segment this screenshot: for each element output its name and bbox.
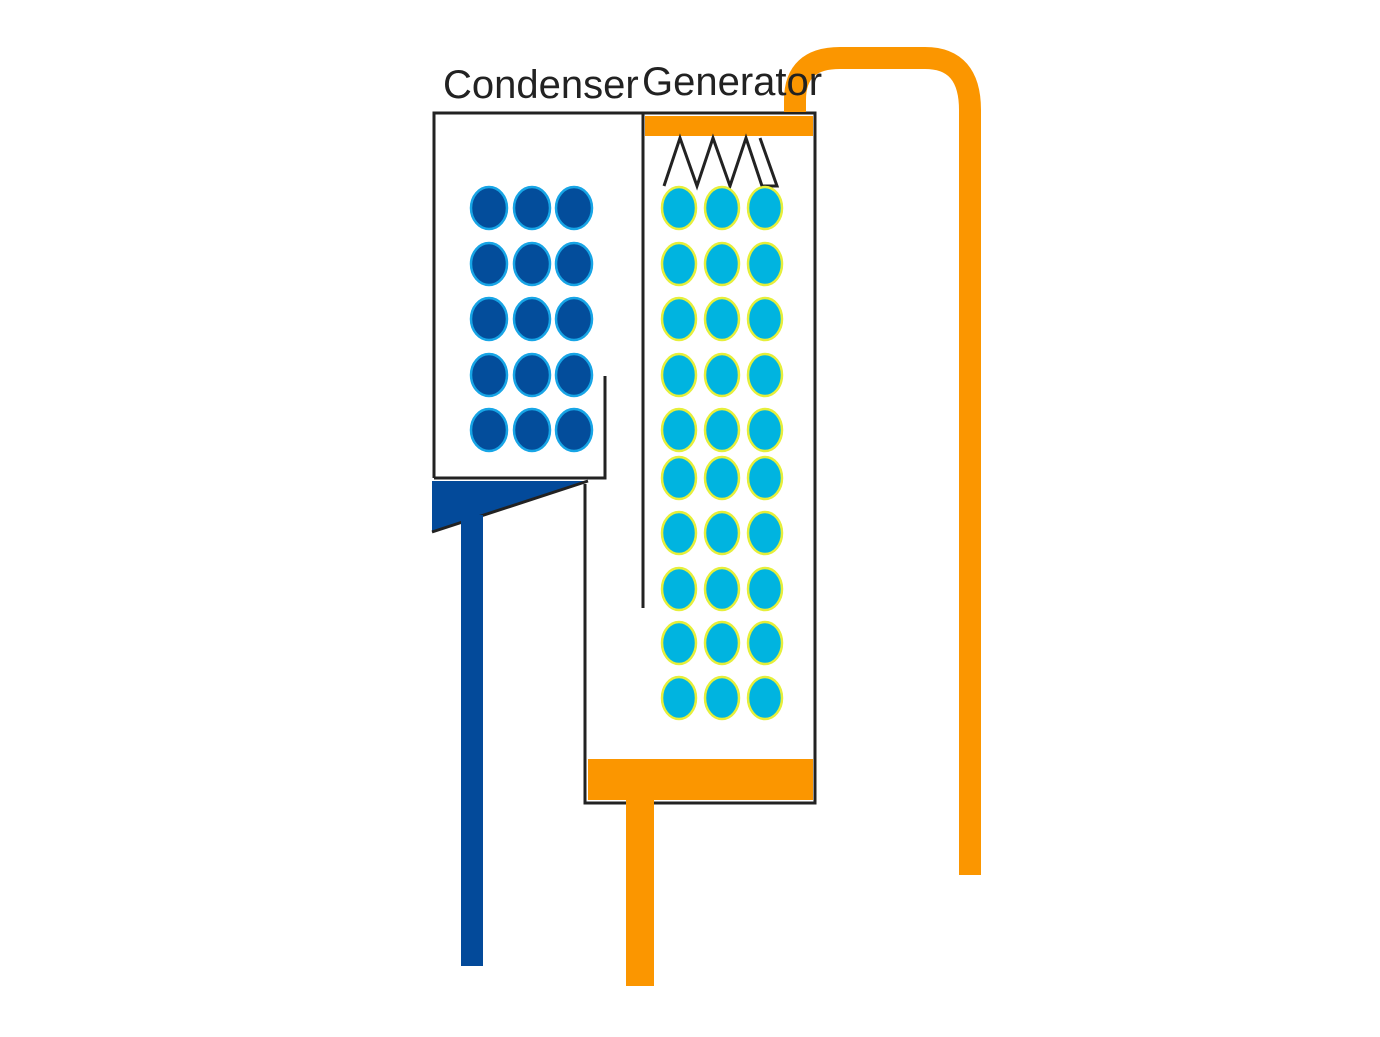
generator-tube (746, 620, 784, 666)
generator-tube (703, 185, 741, 231)
generator-tube (703, 675, 741, 721)
condenser-tube (512, 241, 552, 287)
generator-tube (703, 296, 741, 342)
condenser-shell (432, 111, 643, 480)
generator-tube (660, 407, 698, 453)
condenser-tube (512, 185, 552, 231)
generator-tube (660, 185, 698, 231)
generator-tube (746, 675, 784, 721)
vapor-return-pipe (784, 47, 981, 875)
generator-tube (660, 675, 698, 721)
generator-tube (660, 455, 698, 501)
condenser-tube (469, 407, 509, 453)
generator-tube (746, 455, 784, 501)
generator-tube (746, 241, 784, 287)
generator-top-header (645, 116, 813, 136)
condenser-tube (469, 296, 509, 342)
condenser-tube (554, 185, 594, 231)
generator-tube (660, 241, 698, 287)
condenser-tube (469, 241, 509, 287)
generator-tube (660, 510, 698, 556)
condenser-label: Condenser (443, 63, 639, 107)
generator-label: Generator (642, 60, 822, 104)
generator-outlet-pipe (626, 800, 654, 986)
condenser-tube (512, 407, 552, 453)
trough-edge (431, 479, 589, 534)
generator-tube (746, 352, 784, 398)
condenser-tube (554, 352, 594, 398)
spray-nozzles-icon (662, 133, 780, 191)
generator-tube (660, 566, 698, 612)
generator-tube (746, 185, 784, 231)
generator-tube (703, 455, 741, 501)
generator-shell (583, 111, 817, 805)
generator-tube (746, 566, 784, 612)
generator-tube (660, 620, 698, 666)
generator-tube (703, 566, 741, 612)
condenser-tube-bundle (469, 185, 594, 453)
generator-tube (703, 352, 741, 398)
condenser-tube (554, 407, 594, 453)
generator-tube (703, 407, 741, 453)
generator-tube (746, 510, 784, 556)
generator-tube-bundle (660, 185, 784, 721)
generator-tube (703, 510, 741, 556)
condenser-tube (512, 352, 552, 398)
generator-bottom-pool (588, 759, 813, 800)
condenser-tube (554, 241, 594, 287)
generator-tube (703, 620, 741, 666)
generator-tube (746, 407, 784, 453)
condenser-tube (469, 185, 509, 231)
generator-tube (703, 241, 741, 287)
generator-tube (660, 296, 698, 342)
generator-tube (660, 352, 698, 398)
generator-tube (746, 296, 784, 342)
condenser-tube (469, 352, 509, 398)
condenser-tube (554, 296, 594, 342)
condensate-outlet-pipe (461, 515, 483, 966)
condenser-tube (512, 296, 552, 342)
